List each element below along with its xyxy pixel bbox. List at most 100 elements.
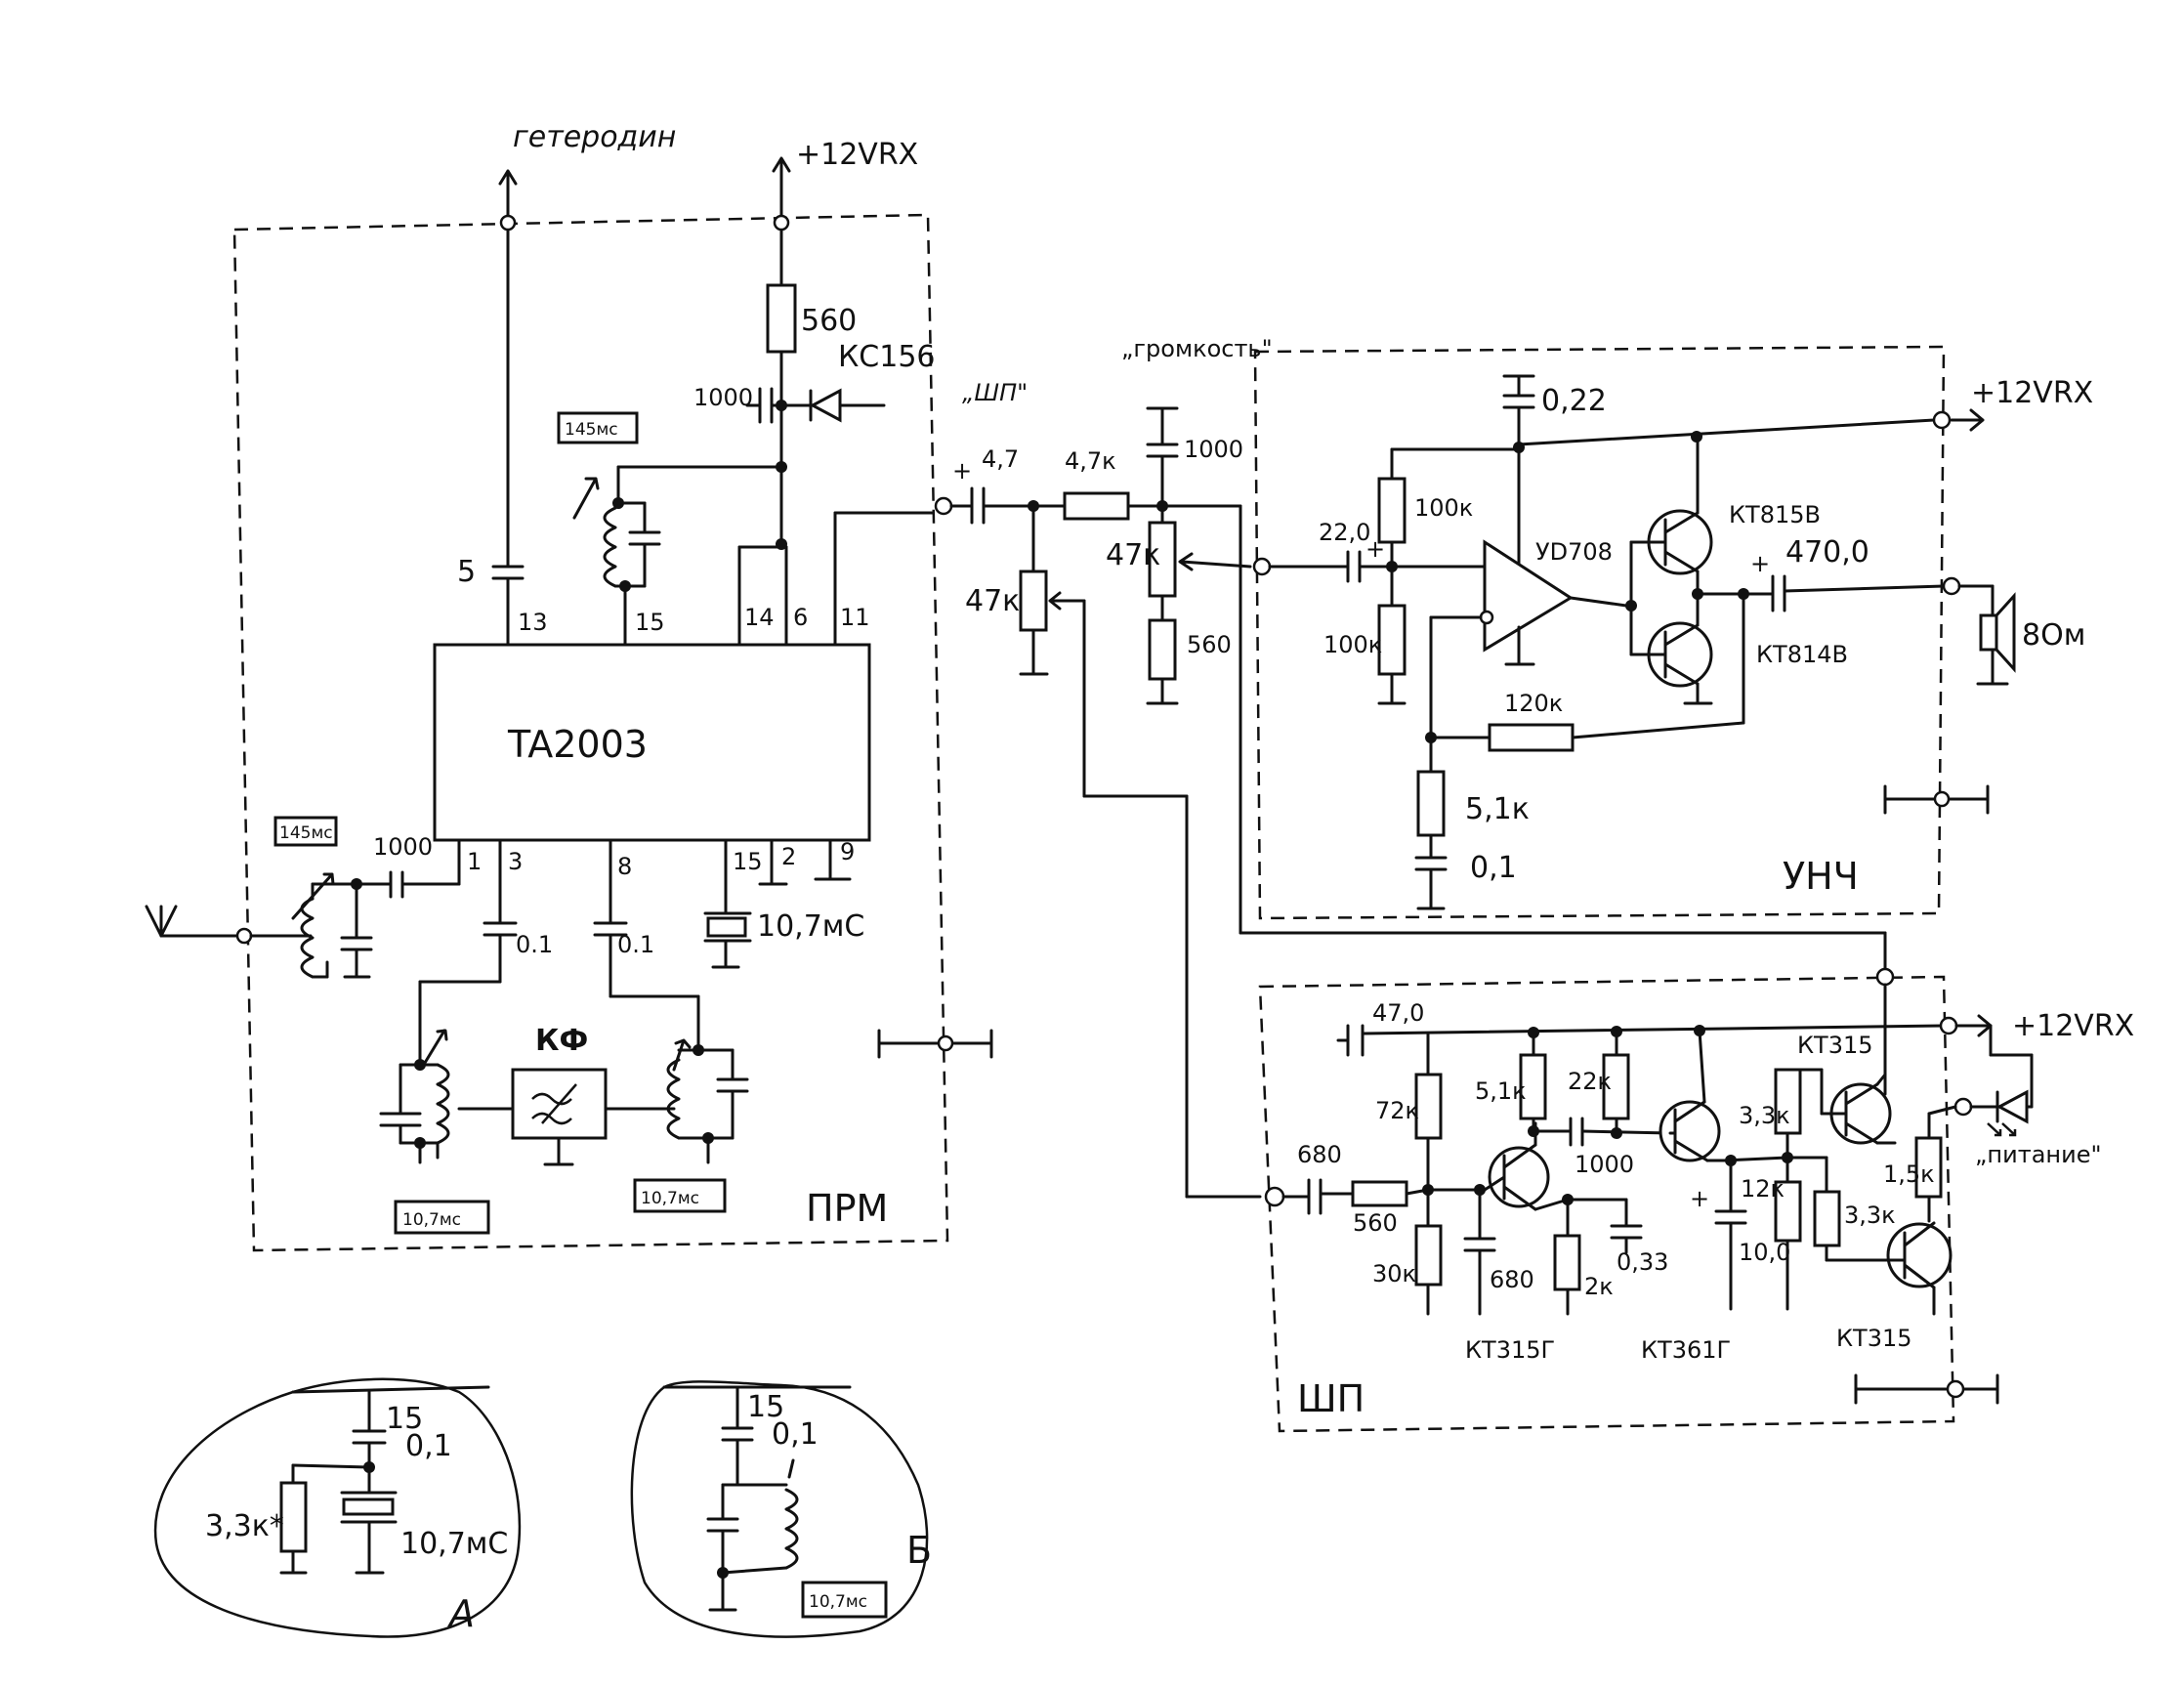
inset-b-outline [630,1380,929,1638]
noise-output-terminal [1264,1186,1285,1207]
svg-text:145мс: 145мс [565,420,618,440]
cap-1000-vol-label: 1000 [1184,436,1243,463]
supply-top-label: +12VRX [796,138,918,172]
cap-0.1-a-label: 0.1 [516,931,553,958]
cap-0.1-b-label: 0.1 [617,931,654,958]
cap-470.0-label: 470,0 [1785,535,1869,570]
resistor-5.1k-label: 5,1к [1465,792,1530,826]
resistor-100k-bottom-label: 100к [1323,631,1382,658]
resistor-12k-label: 12к [1741,1175,1785,1203]
inset-a-cap-0.1: 0,1 [405,1429,452,1463]
pin-15-bottom: 15 [733,848,763,875]
ic-body [433,643,871,842]
cap-1000-noise-label: 1000 [1575,1151,1634,1178]
resistor-3.3k-lower [1813,1190,1841,1247]
pin-2: 2 [781,843,796,870]
supply-amp-terminal [1932,410,1952,430]
resistor-100k-top [1377,477,1407,544]
cap-0.1-amp-label: 0,1 [1470,851,1517,885]
cap-22.0-label: 22,0 [1319,519,1370,546]
transistor-kt315g-label: КТ315Г [1465,1336,1555,1364]
resistor-4.7k [1063,491,1130,521]
resistor-30k-label: 30к [1372,1260,1416,1287]
antenna-icon [145,905,178,938]
cap-1000-top-label: 1000 [693,384,753,411]
resistor-4.7k-label: 4,7к [1065,447,1116,475]
speaker-terminal [1942,576,1961,596]
transistor-kt361g-label: КТ361Г [1641,1336,1731,1364]
audio-amp-block [1253,345,1946,920]
amp-ground-terminal [1933,790,1951,808]
transistor-kt315-lower-label: КТ315 [1836,1325,1912,1352]
amp-input-terminal [1252,557,1272,576]
if-output-terminal [934,496,953,516]
resistor-30k [1414,1224,1443,1287]
cap-10.0-label: 10,0 [1739,1239,1790,1266]
speaker-icon [1979,613,1998,652]
plus-sign-c100: + [1690,1185,1709,1212]
power-terminal [1953,1097,1973,1117]
volume-label: „громкость" [1121,335,1273,362]
cap-1000-in-label: 1000 [373,833,433,861]
pin-11: 11 [840,604,870,631]
inset-a-crystal [342,1498,395,1516]
resistor-560-noise [1351,1180,1408,1207]
resistor-72k-label: 72к [1375,1097,1419,1124]
supply-noise-terminal [1939,1016,1958,1035]
resistor-560-vol-label: 560 [1187,631,1232,658]
resistor-2k-label: 2к [1584,1273,1614,1300]
supply-noise-label: +12VRX [2012,1009,2134,1043]
receiver-ground-terminal [937,1034,954,1052]
filter-kf-label: КФ [535,1024,588,1058]
resistor-5.1k-noise [1519,1053,1547,1120]
resistor-72k [1414,1073,1443,1140]
supply-amp-label: +12VRX [1971,376,2093,410]
cap-5-label: 5 [457,555,476,589]
cap-4.7-label: 4,7 [982,445,1019,473]
receiver-label: ПРМ [806,1187,888,1230]
potentiometer-47k-a [1019,570,1048,632]
opamp-label: УD708 [1535,538,1613,566]
resistor-100k-top-label: 100к [1414,494,1473,522]
inset-b-cap-15: 15 [747,1390,784,1424]
plus-sign-c47: + [952,457,972,485]
resistor-100k-bottom [1377,604,1407,676]
cap-0.33-label: 0,33 [1617,1248,1668,1276]
resistor-5.1k-noise-label: 5,1к [1475,1077,1527,1105]
heterodyne-label: гетеродин [513,120,676,154]
inset-a-crystal-label: 10,7мС [400,1527,508,1561]
pin-13: 13 [518,609,548,636]
resistor-1.5k [1914,1136,1943,1199]
pin-3: 3 [508,848,523,875]
receiver-block [232,213,949,1252]
transistor-kt815b-label: КТ815В [1729,501,1821,528]
resistor-560-top-label: 560 [801,304,857,338]
transistor-kt315-upper-label: КТ315 [1797,1032,1873,1059]
potentiometer-47k-b-label: 47к [1106,538,1160,572]
inset-a-cap-15: 15 [386,1402,423,1436]
noise-ground-terminal [1946,1379,1965,1399]
svg-text:145мс: 145мс [279,823,333,843]
tag-10.7-left: 10,7мс [394,1200,490,1235]
svg-text:10,7мс: 10,7мс [809,1592,867,1612]
resistor-22k-label: 22к [1568,1068,1612,1095]
cap-680-in-label: 680 [1297,1141,1342,1168]
opamp-ud708 [1483,539,1574,653]
heterodyne-terminal [499,214,517,232]
pin-14: 14 [744,604,775,631]
inset-a-label: А [446,1592,475,1635]
tag-145mc-left: 145мс [273,816,338,847]
inset-a-resistor-label: 3,3к* [205,1509,284,1543]
pin-9: 9 [840,838,855,865]
svg-text:10,7мс: 10,7мс [402,1210,461,1230]
crystal-label: 10,7мС [757,909,864,944]
inset-b-label: Б [906,1529,932,1572]
noise-switch-label: „ШП" [962,379,1028,406]
resistor-5.1k [1416,770,1446,837]
resistor-560-vol [1148,618,1177,681]
antenna-terminal [235,927,253,945]
tag-145mc-top: 145мс [557,411,639,444]
cap-680-noise-label: 680 [1490,1266,1534,1293]
audio-amp-label: УНЧ [1783,855,1859,898]
